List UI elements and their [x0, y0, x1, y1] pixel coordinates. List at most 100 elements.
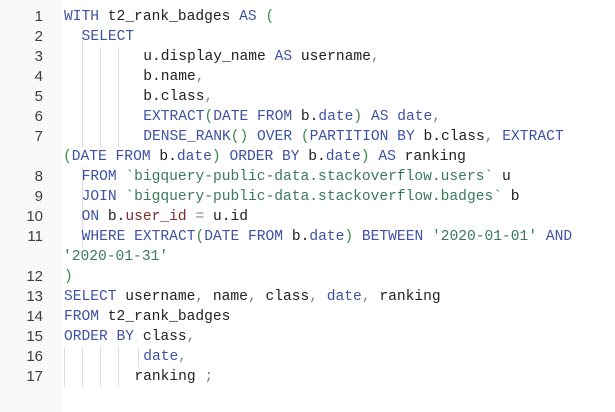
- code-token: ORDER BY: [64, 329, 135, 345]
- line-number: 2: [34, 28, 43, 45]
- code-text: '2020-01-31': [63, 247, 168, 267]
- code-token: [125, 229, 134, 245]
- code-text: (DATE FROM b.date) ORDER BY b.date) AS r…: [63, 147, 466, 167]
- code-token: ,: [361, 289, 371, 305]
- code-text: SELECT username, name, class, date, rank…: [64, 287, 441, 307]
- indent-guide: [82, 367, 83, 387]
- line-number: 10: [26, 208, 43, 225]
- code-line[interactable]: 12): [0, 267, 615, 287]
- code-token: b.: [283, 229, 310, 245]
- code-token: date: [325, 149, 361, 165]
- code-token: b.: [99, 209, 126, 225]
- indent-guide: [118, 367, 119, 387]
- indent-guide: [82, 167, 83, 187]
- code-text: date,: [143, 347, 187, 367]
- indent-guide: [118, 127, 119, 147]
- code-token: AS: [370, 109, 389, 125]
- code-token: SELECT: [64, 289, 117, 305]
- code-token: date: [309, 229, 345, 245]
- line-number: 12: [26, 268, 43, 285]
- indent-guide: [100, 107, 101, 127]
- code-text: u.display_name AS username,: [143, 47, 379, 67]
- code-token: [388, 109, 397, 125]
- code-token: WITH: [64, 9, 100, 25]
- code-token: '2020-01-31': [63, 249, 169, 265]
- code-text: FROM t2_rank_badges: [64, 307, 230, 327]
- code-text: ): [64, 267, 73, 287]
- code-token: =: [195, 209, 205, 225]
- indent-guide: [82, 87, 83, 107]
- code-token: EXTRACT: [134, 229, 196, 245]
- code-token: date: [176, 149, 212, 165]
- code-text: b.class,: [143, 87, 213, 107]
- code-line[interactable]: 2 SELECT: [0, 27, 615, 47]
- code-line[interactable]: 5 b.class,: [0, 87, 615, 107]
- code-token: ORDER BY: [229, 149, 300, 165]
- indent-guide: [138, 347, 139, 367]
- code-line[interactable]: 13 SELECT username, name, class, date, ra…: [0, 287, 615, 307]
- code-token: (: [300, 129, 310, 145]
- code-text: b.name,: [143, 67, 204, 87]
- code-token: BETWEEN: [361, 229, 424, 245]
- code-token: t2_rank_badges: [99, 9, 240, 25]
- indent-guide: [82, 127, 83, 147]
- code-token: ranking: [370, 289, 441, 305]
- code-token: EXTRACT: [143, 109, 205, 125]
- code-token: WHERE: [81, 229, 126, 245]
- code-token: b.class: [143, 89, 205, 105]
- code-token: '2020-01-01': [431, 229, 538, 245]
- indent-guide: [100, 67, 101, 87]
- indent-guide: [64, 367, 65, 387]
- code-token: [423, 229, 432, 245]
- indent-guide: [118, 47, 119, 67]
- code-line[interactable]: (DATE FROM b.date) ORDER BY b.date) AS r…: [0, 147, 615, 167]
- code-line[interactable]: 17 ranking ;: [0, 367, 615, 387]
- line-number: 13: [26, 288, 43, 305]
- code-token: DATE FROM: [71, 149, 151, 165]
- code-token: ON: [81, 209, 100, 225]
- code-text: WHERE EXTRACT(DATE FROM b.date) BETWEEN …: [82, 227, 573, 247]
- code-token: DATE FROM: [213, 109, 293, 125]
- code-token: `bigquery-public-data.stackoverflow.user…: [125, 169, 494, 185]
- line-number: 1: [34, 8, 43, 25]
- code-text: SELECT: [82, 27, 135, 47]
- code-token: date: [318, 109, 354, 125]
- indent-guide: [100, 87, 101, 107]
- indent-guide: [82, 227, 83, 247]
- code-text: DENSE_RANK() OVER (PARTITION BY b.class,…: [143, 127, 563, 147]
- code-token: (: [195, 229, 205, 245]
- code-token: u.id: [204, 209, 249, 225]
- line-number: 5: [34, 88, 43, 105]
- line-number: 17: [26, 368, 43, 385]
- line-number-gutter: [0, 0, 62, 412]
- code-token: FROM: [81, 169, 117, 185]
- indent-guide: [82, 47, 83, 67]
- code-token: ,: [484, 129, 494, 145]
- code-token: date: [397, 109, 433, 125]
- code-token: class: [134, 329, 187, 345]
- code-line[interactable]: '2020-01-31': [0, 247, 615, 267]
- code-token: [537, 229, 546, 245]
- code-token: [292, 129, 301, 145]
- code-token: AS: [274, 49, 293, 65]
- indent-guide: [118, 107, 119, 127]
- line-number: 9: [34, 188, 43, 205]
- code-text: ranking ;: [134, 367, 213, 387]
- code-token: date: [143, 349, 179, 365]
- code-token: (): [230, 129, 249, 145]
- code-token: ): [353, 109, 363, 125]
